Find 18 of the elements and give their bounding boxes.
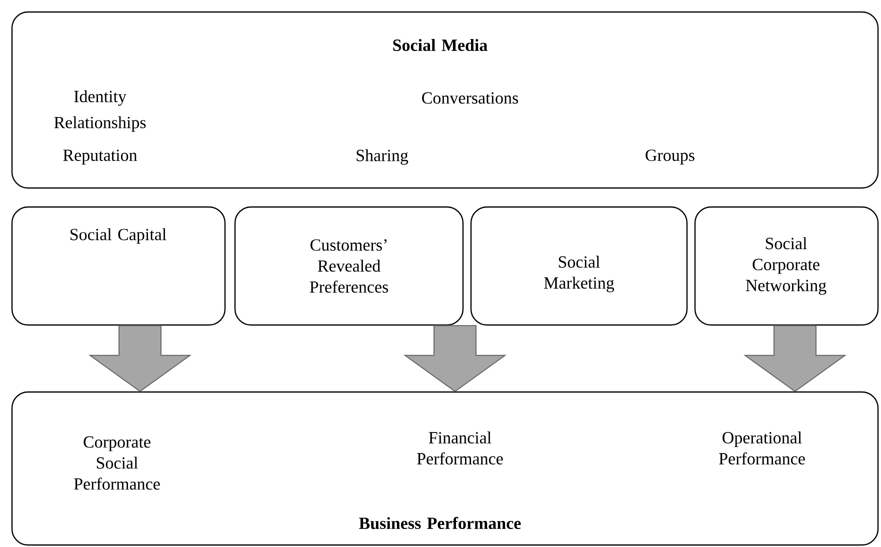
block-arrow: [403, 325, 507, 392]
box-text: Relationships: [54, 116, 146, 132]
box-text: Social Marketing: [544, 256, 614, 292]
heading: Business Performance: [359, 516, 521, 530]
heading: Social Media: [393, 39, 488, 51]
block-arrow: [88, 325, 192, 392]
box-text: Reputation: [63, 150, 138, 164]
box-text: Groups: [646, 150, 694, 164]
box-text: Social Capital: [70, 228, 166, 244]
box-text: Operational Performance: [719, 432, 805, 464]
box-text: Sharing: [356, 149, 408, 165]
box-text: Financial Performance: [417, 432, 503, 464]
box-text: Conversations: [422, 92, 518, 104]
box-text: Customers’ Revealed Preferences: [310, 239, 388, 293]
box-text: Identity: [74, 90, 126, 106]
block-arrow: [743, 325, 847, 392]
box-text: Corporate Social Performance: [74, 436, 160, 490]
box-text: Social Corporate Networking: [746, 237, 826, 295]
